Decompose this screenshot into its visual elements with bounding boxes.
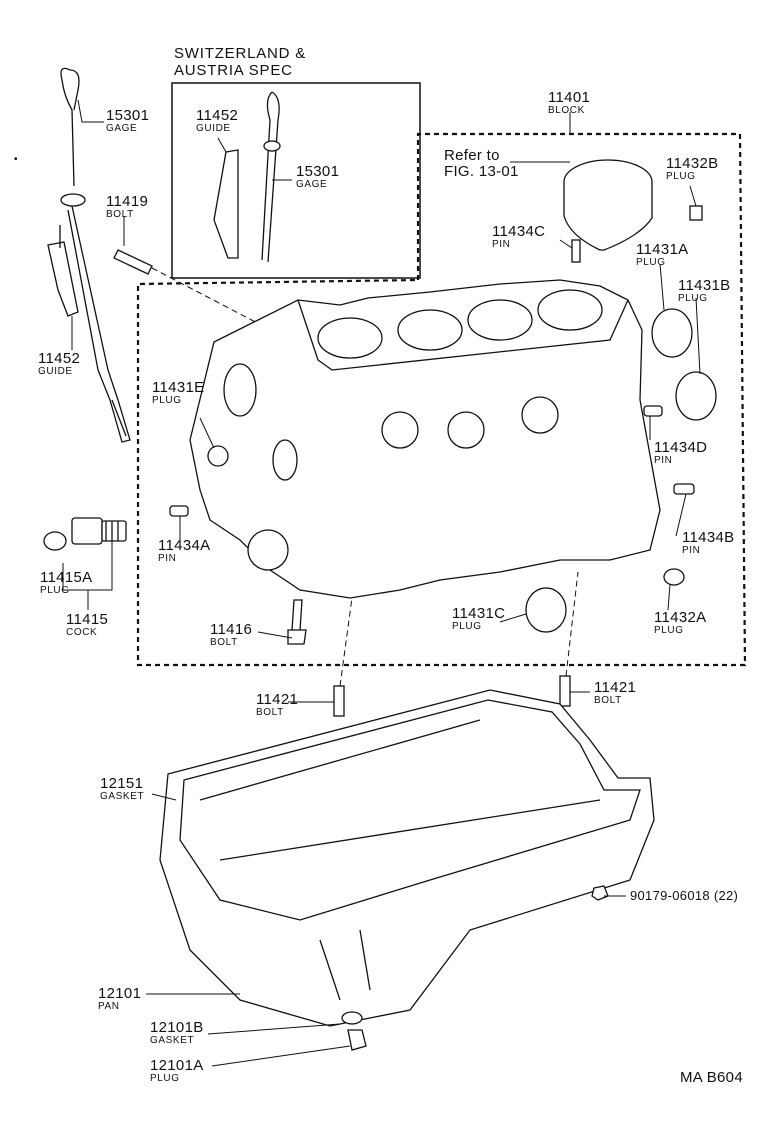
guide-tube bbox=[47, 225, 79, 317]
plug-11432A-shape bbox=[663, 568, 685, 586]
dipstick-gage bbox=[60, 67, 131, 443]
stud-left-shape bbox=[333, 685, 345, 717]
oil-pan bbox=[159, 689, 655, 1027]
bolt-11416-shape bbox=[287, 599, 307, 645]
piston bbox=[563, 159, 653, 263]
pin-11434D-shape bbox=[643, 405, 663, 417]
inset-title-line2: AUSTRIA SPEC bbox=[174, 62, 293, 79]
plug-11431C-shape bbox=[525, 587, 567, 633]
stud-right-shape bbox=[559, 675, 571, 707]
inset-parts bbox=[213, 91, 281, 263]
block-boundary bbox=[136, 132, 747, 667]
inset-box bbox=[171, 82, 421, 279]
pan-gasket-shape bbox=[341, 1011, 363, 1025]
engine-block bbox=[189, 279, 661, 599]
page-code: MA B604 bbox=[680, 1069, 743, 1086]
inset-title-line1: SWITZERLAND & bbox=[174, 45, 307, 62]
label-nut-90179: 90179-06018 (22) bbox=[630, 888, 739, 903]
refer-line1: Refer to bbox=[444, 147, 500, 164]
plug-11431A-shape bbox=[651, 308, 693, 358]
svg-text:•: • bbox=[14, 154, 18, 165]
pin-11434A-shape bbox=[169, 505, 189, 517]
pan-plug-shape bbox=[347, 1029, 367, 1051]
pin-11434B-shape bbox=[673, 483, 695, 495]
plug-11431B-shape bbox=[675, 371, 717, 421]
bolt-11419 bbox=[113, 249, 291, 341]
drain-cock bbox=[43, 517, 127, 610]
plug-11432B-shape bbox=[689, 205, 703, 221]
refer-line2: FIG. 13-01 bbox=[444, 163, 519, 180]
leader-lines bbox=[71, 99, 701, 1067]
